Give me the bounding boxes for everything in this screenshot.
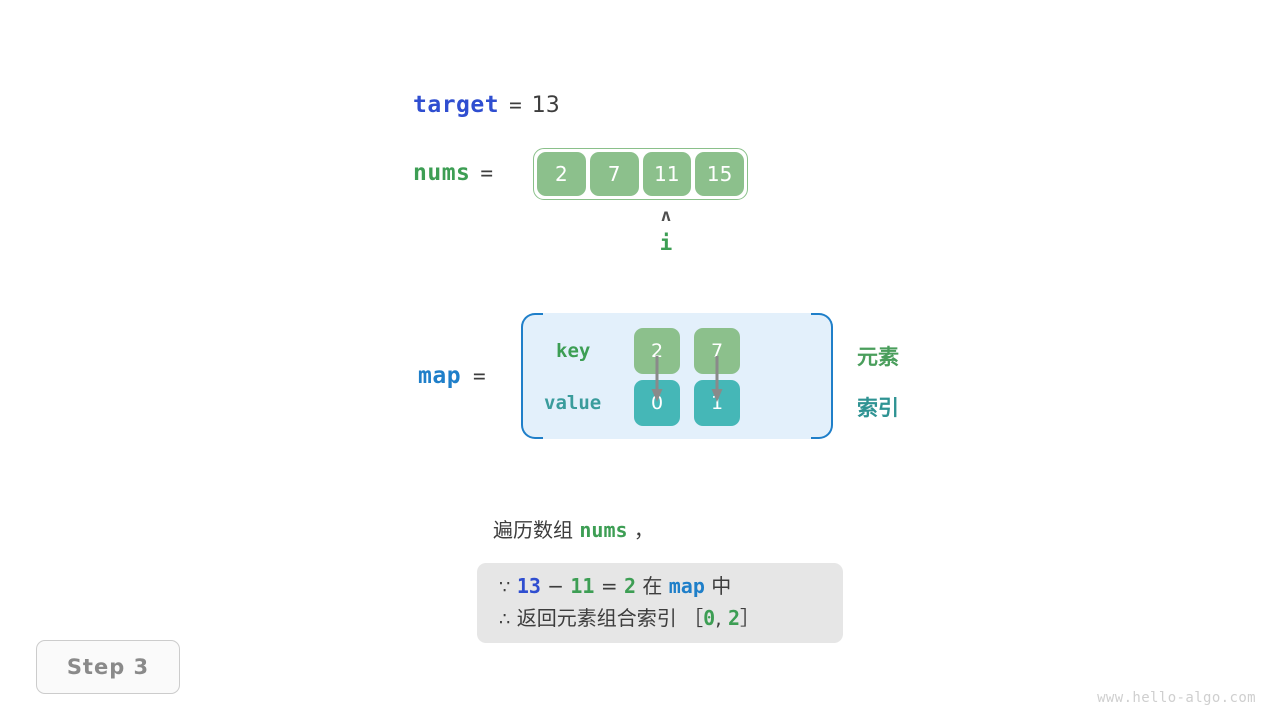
map-key-cell: 2 (634, 328, 680, 374)
callout-result-comma: , (715, 606, 728, 630)
nums-array-container: 2 7 11 15 (533, 148, 748, 200)
map-right-bracket-icon (811, 313, 833, 439)
callout-complement-value: 2 (623, 574, 637, 598)
nums-cell: 7 (589, 152, 639, 196)
callout-map-code: map (668, 574, 705, 598)
nums-cell: 2 (537, 152, 586, 196)
pointer-label-i: i (659, 231, 673, 255)
map-equals-sign: = (473, 364, 486, 388)
description-suffix: ， (627, 518, 654, 542)
map-key-cell: 7 (694, 328, 740, 374)
target-value: 13 (531, 93, 560, 118)
step-badge: Step 3 (36, 640, 180, 694)
description-line: 遍历数组 nums ， (493, 514, 654, 543)
callout-result-text: 返回元素组合索引 ［ (510, 606, 704, 630)
callout-tail-pre: 在 (636, 574, 669, 598)
callout-line-1: ∵ 13 − 11 = 2 在 map 中 (499, 571, 821, 603)
callout-equals-sign: = (594, 574, 624, 598)
map-value-cell: 0 (634, 380, 680, 426)
callout-current-value: 11 (570, 574, 595, 598)
nums-row: nums = (413, 160, 493, 186)
callout-line-2: ∴ 返回元素组合索引 ［ 0 , 2 ］ (499, 603, 821, 635)
legend-index-label: 索引 (857, 396, 899, 420)
map-left-bracket-icon (521, 313, 543, 439)
nums-cell: 15 (695, 152, 744, 196)
callout-result-bracket-close: ］ (739, 606, 760, 630)
map-key-row-label: key (556, 340, 591, 362)
map-value-cell: 1 (694, 380, 740, 426)
callout-result-index-0: 0 (703, 606, 716, 630)
callout-box: ∵ 13 − 11 = 2 在 map 中 ∴ 返回元素组合索引 ［ 0 , 2… (477, 563, 843, 643)
map-row-label: map = (418, 363, 486, 389)
callout-tail-post: 中 (704, 574, 732, 598)
pointer-caret-icon: ʌ (660, 206, 672, 226)
description-code-nums: nums (579, 518, 628, 542)
description-prefix: 遍历数组 (493, 518, 580, 542)
nums-variable-name: nums (413, 160, 471, 186)
callout-minus-sign: − (540, 574, 571, 598)
therefore-symbol-icon: ∴ (499, 609, 511, 630)
target-equals-sign: = (509, 93, 522, 117)
nums-cell: 11 (642, 152, 692, 196)
legend-element-label: 元素 (857, 345, 899, 369)
target-variable-name: target (413, 92, 500, 118)
target-row: target = 13 (413, 92, 560, 118)
map-value-row-label: value (544, 392, 602, 414)
because-symbol-icon: ∵ (499, 577, 511, 598)
map-variable-name: map (418, 363, 462, 389)
nums-equals-sign: = (480, 161, 494, 185)
callout-target-value: 13 (516, 574, 541, 598)
callout-result-index-1: 2 (727, 606, 740, 630)
watermark: www.hello-algo.com (1097, 690, 1256, 706)
